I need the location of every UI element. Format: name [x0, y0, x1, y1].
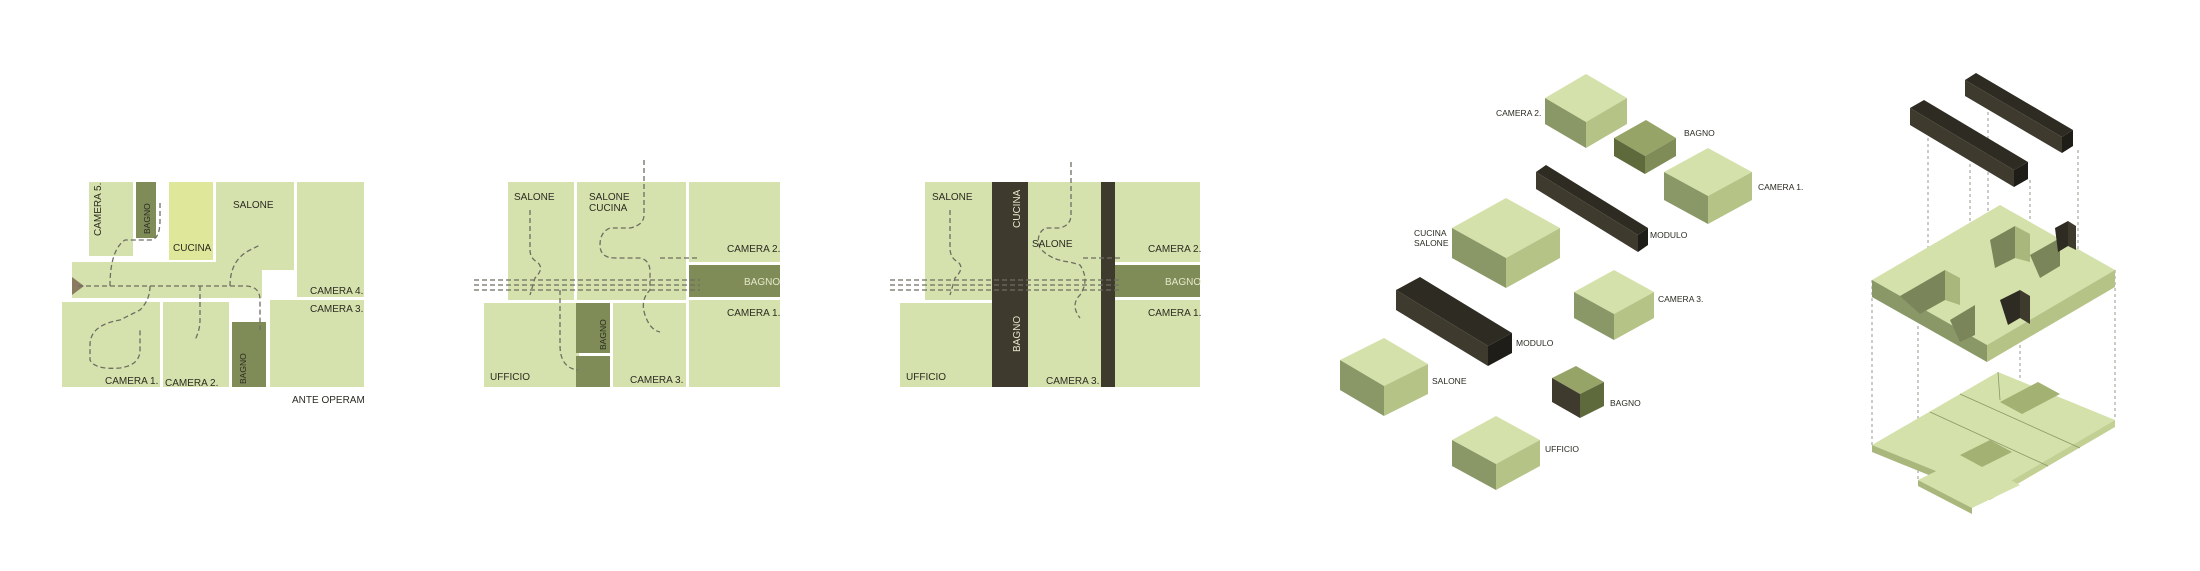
plan1-label-camera2: CAMERA 2. [165, 378, 218, 389]
block-cucina-salone [1452, 198, 1560, 288]
assembly-floor-level [1872, 371, 2115, 514]
plan2-label-salone: SALONE [514, 192, 555, 203]
plan1-label-camera5: CAMERA 5. [93, 183, 104, 236]
plan2-path-salone [529, 210, 542, 296]
block-modulo-bottom [1396, 277, 1512, 366]
assembly-walls-level [1872, 205, 2115, 362]
plan1-room-bagno-a [136, 182, 156, 238]
exploded-label-bagno-bottom: BAGNO [1610, 398, 1641, 408]
plan2-label-bagno-mid: BAGNO [598, 319, 608, 350]
plan2-label-salone-cucina-1: SALONE [589, 192, 630, 203]
exploded-label-modulo-bottom: MODULO [1516, 338, 1554, 348]
plan1-label-salone: SALONE [233, 200, 274, 211]
plan2-label-camera1: CAMERA 1. [727, 308, 780, 319]
plan3-label-cucina-module: CUCINA [1012, 189, 1023, 228]
plan3-path-salone [949, 210, 962, 296]
plan2-path-vertical [599, 160, 661, 333]
plan2-room-bagno-mid-b [576, 356, 610, 387]
plan3-label-ufficio: UFFICIO [906, 372, 946, 383]
exploded-label-ufficio: UFFICIO [1545, 444, 1579, 454]
plan2-room-bagno-mid [576, 303, 610, 353]
block-camera2 [1545, 74, 1627, 148]
plan1-label-camera3: CAMERA 3. [310, 304, 363, 315]
exploded-label-cucina-salone-1: CUCINA [1414, 228, 1447, 238]
plan1-room-camera4 [297, 182, 364, 297]
plan3-room-bagno-right [1115, 265, 1200, 297]
plan1-room-camera1 [62, 302, 160, 387]
plan2-label-camera2: CAMERA 2. [727, 244, 780, 255]
plan2-label-ufficio: UFFICIO [490, 372, 530, 383]
exploded-label-salone: SALONE [1432, 376, 1467, 386]
block-bagno-top [1614, 120, 1676, 174]
plan1-label-cucina: CUCINA [173, 243, 212, 254]
plan2-room-ufficio [484, 303, 579, 387]
plan1-caption: ANTE OPERAM [292, 395, 365, 406]
exploded-label-camera2: CAMERA 2. [1496, 108, 1541, 118]
plan1-path-south [89, 285, 151, 369]
exploded-label-camera3: CAMERA 3. [1658, 294, 1703, 304]
block-camera3 [1574, 270, 1654, 340]
block-modulo-top [1536, 165, 1648, 252]
exploded-label-modulo-top: MODULO [1650, 230, 1688, 240]
plan2-room-camera2 [689, 182, 780, 262]
plan2-room-bagno-right [689, 265, 780, 297]
plan3-room-camera1 [1115, 300, 1200, 387]
block-bagno-bottom [1552, 366, 1604, 418]
plan1-path-north [109, 200, 161, 287]
plan1-room-bagno-b [232, 322, 266, 387]
plan2-label-camera3: CAMERA 3. [630, 375, 683, 386]
plan1-room-cucina [169, 182, 213, 260]
assembly-module-top-left [1910, 100, 2028, 187]
plan3-label-bagno-module: BAGNO [1012, 316, 1023, 352]
exploded-label-camera1: CAMERA 1. [1758, 182, 1803, 192]
plan1-path-salone [229, 244, 261, 287]
plan3-label-bagno-right: BAGNO [1165, 277, 1201, 288]
plan2-room-camera1 [689, 300, 780, 387]
plan3-label-camera3: CAMERA 3. [1046, 376, 1099, 387]
plan2-label-salone-cucina-2: CUCINA [589, 203, 628, 214]
plan1-label-bagno-a: BAGNO [142, 203, 152, 234]
plan1-room-camera3 [270, 300, 364, 387]
plan-proposal-a: SALONE SALONE CUCINA CAMERA 2. BAGNO CAM… [474, 160, 780, 387]
exploded-label-bagno-top: BAGNO [1684, 128, 1715, 138]
plan1-label-camera4: CAMERA 4. [310, 286, 363, 297]
plan1-label-bagno-b: BAGNO [238, 353, 248, 384]
block-camera1 [1664, 148, 1752, 224]
plan-proposal-b: SALONE CUCINA SALONE CAMERA 2. BAGNO CAM… [890, 162, 1201, 387]
plan2-label-bagno-right: BAGNO [744, 277, 780, 288]
block-salone [1340, 338, 1428, 416]
plan1-room-camera5 [89, 182, 133, 256]
plan3-room-ufficio [900, 303, 992, 387]
exploded-axonometric: CAMERA 2. BAGNO CAMERA 1. CUCINA SALONE [1340, 74, 1803, 490]
plan1-label-camera1: CAMERA 1. [105, 376, 158, 387]
plan1-room-camera2 [163, 302, 229, 387]
plan1-corridor [72, 262, 262, 298]
plan2-room-camera3 [613, 303, 686, 387]
plan1-path-camera2 [194, 286, 201, 341]
exploded-label-cucina-salone-2: SALONE [1414, 238, 1449, 248]
plan1-room-salone [216, 182, 294, 270]
plan3-room-camera2 [1115, 182, 1200, 262]
plan1-path-main [78, 285, 261, 330]
plan3-label-salone-mid: SALONE [1032, 239, 1073, 250]
block-ufficio [1452, 416, 1540, 490]
plan-ante-operam: CAMERA 5. BAGNO CUCINA SALONE CAMERA 4. … [62, 182, 365, 406]
plan3-path-vertical [1037, 162, 1086, 319]
assembly-axonometric [1871, 73, 2116, 514]
plan3-label-camera2: CAMERA 2. [1148, 244, 1201, 255]
plan3-label-camera1: CAMERA 1. [1148, 308, 1201, 319]
assembly-module-top-right [1965, 73, 2073, 153]
plan3-label-salone-left: SALONE [932, 192, 973, 203]
